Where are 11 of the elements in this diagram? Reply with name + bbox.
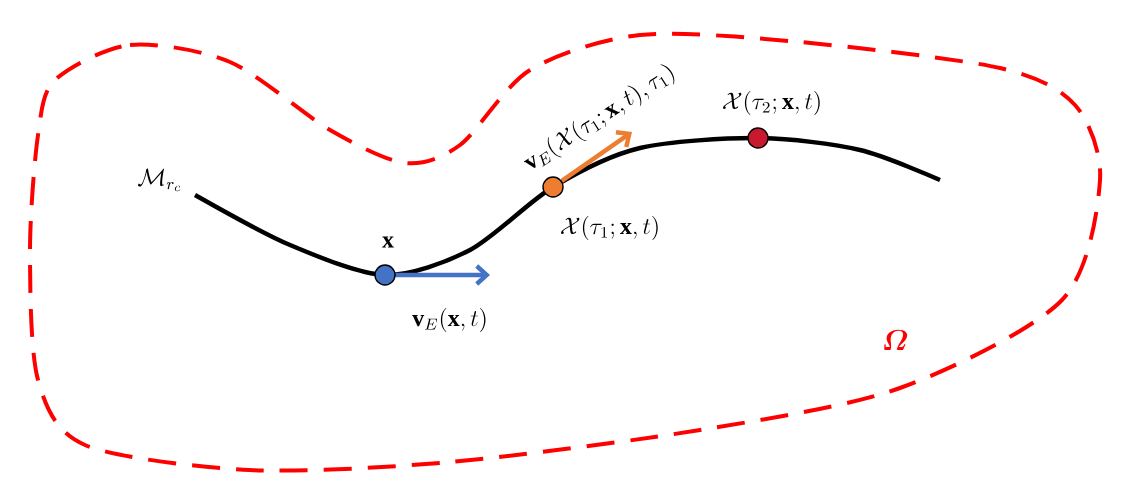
- point-marker: [374, 264, 396, 286]
- point-marker: [747, 127, 769, 149]
- vector-arrow: [560, 130, 633, 183]
- curve-label: $\mathcal{M}_{r_c}$: [138, 168, 181, 192]
- point-label: $\mathbf{x}$: [382, 236, 394, 248]
- point-label: $\mathcal{X}(\tau_2;\mathbf{x},t)$: [723, 91, 820, 116]
- vector-label: $\mathbf{v}_E(\mathbf{x},t)$: [412, 308, 486, 333]
- vector-label: $\mathbf{v}_E(\mathcal{X}(\tau_1;\mathbf{x},t),\tau_1)$: [523, 64, 675, 168]
- point-label: $\mathcal{X}(\tau_1;\mathbf{x},t)$: [561, 216, 658, 241]
- vector-arrow: [395, 264, 490, 286]
- point-marker: [542, 176, 564, 198]
